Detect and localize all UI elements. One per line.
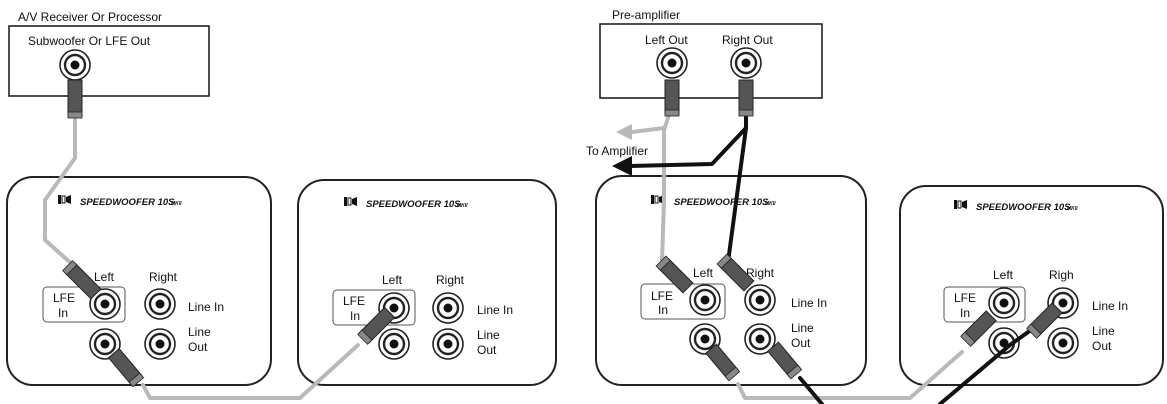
lfe-cable (43, 116, 77, 267)
rca-plug (62, 260, 102, 300)
receiver-output-label: Subwoofer Or LFE Out (28, 34, 151, 48)
sub4-brand-suffix: MKII (1067, 206, 1078, 212)
sub1-line-label: Line (188, 325, 211, 339)
sub1-right-out-jack (143, 327, 177, 361)
left-diagram: A/V Receiver Or Processor Subwoofer Or L… (6, 10, 557, 400)
to-amplifier-gray-cable (630, 126, 666, 134)
rca-plug (1026, 302, 1063, 339)
sub4-line-label: Line (1092, 324, 1115, 338)
preamp-title: Pre-amplifier (612, 8, 680, 22)
rca-plug (664, 79, 680, 115)
sub3-lfe-in-jack (688, 283, 722, 317)
rca-plug (716, 253, 755, 292)
black-link-cable (798, 376, 824, 404)
black-arrow-icon (612, 156, 632, 176)
sub2-panel (297, 179, 557, 386)
receiver-title: A/V Receiver Or Processor (18, 10, 162, 24)
sub2-out-label: Out (477, 343, 497, 357)
sub2-line-label: Line (477, 328, 500, 342)
preamp-box (599, 23, 823, 99)
sub1-panel (6, 176, 272, 386)
sub3-left-label: Left (693, 266, 714, 280)
sub3-line-in-label: Line In (791, 296, 827, 310)
sub1-brand: SPEEDWOOFER 10S (80, 197, 175, 208)
speaker-logo-icon (953, 199, 968, 210)
sub4-panel (899, 185, 1164, 386)
rca-plug (705, 343, 741, 382)
sub2-left-label: Left (382, 273, 403, 287)
preamp-left-out-label: Left Out (645, 33, 688, 47)
rca-plug (357, 306, 396, 345)
receiver-box (8, 25, 210, 97)
rca-plug-ring (67, 111, 83, 119)
sub2-brand-suffix: MKII (457, 203, 468, 209)
sub2-lfe-label: LFE (343, 294, 365, 308)
sub1-brand-suffix: MKII (171, 201, 182, 207)
gray-arrow-icon (616, 124, 632, 140)
sub2-brand: SPEEDWOOFER 10S (366, 199, 461, 210)
sub2-line-in-label: Line In (477, 303, 513, 317)
sub2-in-label: In (350, 309, 360, 323)
sub3-right-in-jack (743, 283, 777, 317)
sub4-right-label: Righ (1049, 268, 1074, 282)
sub1-right-in-jack (143, 287, 177, 321)
sub1-in-label: In (58, 306, 68, 320)
rca-plug (767, 341, 803, 380)
rca-plug (67, 79, 83, 117)
to-amplifier-label: To Amplifier (586, 144, 648, 158)
speaker-logo-icon (57, 194, 72, 205)
sub4-brand: SPEEDWOOFER 10S (976, 202, 1071, 213)
sub3-lfe-label: LFE (651, 289, 673, 303)
sub4-right-out-jack (1046, 326, 1080, 360)
right-diagram: Pre-amplifier Left Out Right Out To Ampl… (586, 8, 1164, 404)
preamp-left-out-jack (655, 46, 689, 80)
rca-plug (107, 347, 145, 388)
sub2-right-label: Right (436, 273, 465, 287)
sub4-line-in-label: Line In (1092, 299, 1128, 313)
sub1-left-label: Left (94, 270, 115, 284)
preamp-right-out-jack (729, 46, 763, 80)
sub4-lfe-in-jack (987, 286, 1021, 320)
sub4-lfe-label: LFE (954, 291, 976, 305)
sub1-out-label: Out (188, 340, 208, 354)
sub4-left-label: Left (993, 268, 1014, 282)
rca-plug-ring (738, 109, 754, 117)
rca-plug (655, 255, 694, 294)
rca-plug (738, 79, 754, 115)
sub3-brand-suffix: MKII (765, 201, 776, 207)
to-amplifier-black-cable (628, 126, 748, 168)
speaker-logo-icon (343, 196, 358, 207)
sub3-brand: SPEEDWOOFER 10S (674, 197, 769, 208)
sub4-in-label: In (960, 306, 970, 320)
sub2-right-out-jack (431, 327, 465, 361)
link-cable (141, 343, 360, 400)
black-link-cable-2 (938, 323, 1040, 404)
sub1-lfe-label: LFE (53, 291, 75, 305)
preamp-right-out-label: Right Out (722, 33, 773, 47)
sub3-out-label: Out (791, 336, 811, 350)
rca-plug (960, 310, 997, 347)
sub1-right-label: Right (149, 270, 178, 284)
sub2-right-in-jack (431, 291, 465, 325)
gray-link-cable (736, 350, 964, 400)
sub3-right-label: Right (746, 266, 775, 280)
receiver-sub-out-jack (58, 48, 92, 82)
sub2-left-out-jack (377, 327, 411, 361)
sub4-out-label: Out (1092, 339, 1112, 353)
sub3-line-label: Line (791, 321, 814, 335)
sub1-line-in-label: Line In (188, 300, 224, 314)
sub3-in-label: In (658, 303, 668, 317)
rca-plug-ring (664, 109, 680, 117)
